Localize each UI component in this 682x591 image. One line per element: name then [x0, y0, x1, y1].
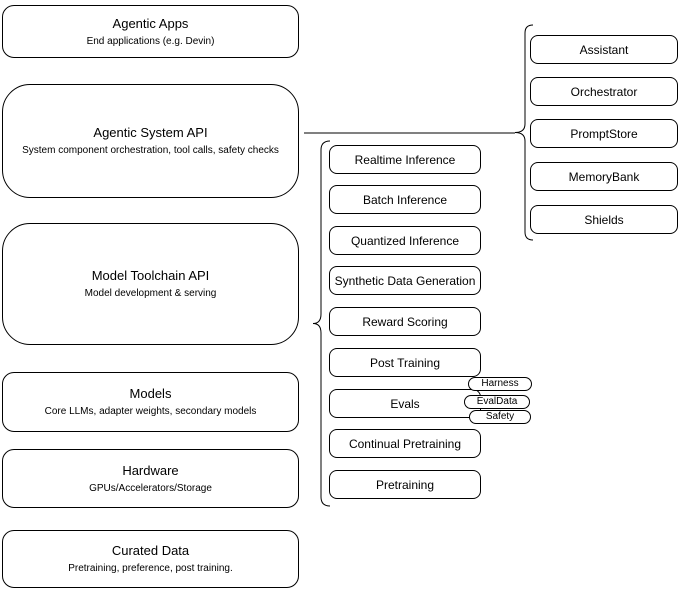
node-subtitle: Pretraining, preference, post training. — [68, 563, 233, 574]
badge-harness: Harness — [468, 377, 532, 391]
node-subtitle: Core LLMs, adapter weights, secondary mo… — [44, 406, 257, 417]
node-continual-pretraining: Continual Pretraining — [329, 429, 481, 458]
badge-label: Safety — [485, 411, 515, 422]
node-model-toolchain-api: Model Toolchain API Model development & … — [2, 223, 299, 345]
node-label: Assistant — [579, 42, 629, 57]
node-post-training: Post Training — [329, 348, 481, 377]
node-hardware: Hardware GPUs/Accelerators/Storage — [2, 449, 299, 508]
node-synthetic-data-generation: Synthetic Data Generation — [329, 266, 481, 295]
node-subtitle: End applications (e.g. Devin) — [86, 35, 215, 47]
node-evals: Evals — [329, 389, 481, 418]
node-title: Agentic Apps — [112, 15, 189, 31]
node-label: MemoryBank — [568, 169, 640, 184]
node-pretraining: Pretraining — [329, 470, 481, 499]
node-label: Synthetic Data Generation — [334, 273, 476, 288]
node-label: Batch Inference — [362, 192, 448, 207]
node-title: Models — [129, 386, 172, 401]
node-subtitle: GPUs/Accelerators/Storage — [89, 482, 212, 494]
node-label: Pretraining — [375, 477, 435, 492]
node-label: Continual Pretraining — [348, 436, 462, 451]
node-label: Quantized Inference — [350, 233, 460, 248]
node-agentic-system-api: Agentic System API System component orch… — [2, 84, 299, 198]
node-title: Hardware — [122, 462, 179, 478]
node-orchestrator: Orchestrator — [530, 77, 678, 106]
node-reward-scoring: Reward Scoring — [329, 307, 481, 336]
node-assistant: Assistant — [530, 35, 678, 64]
node-agentic-apps: Agentic Apps End applications (e.g. Devi… — [2, 5, 299, 58]
node-title: Curated Data — [111, 543, 190, 558]
node-quantized-inference: Quantized Inference — [329, 226, 481, 255]
node-label: PromptStore — [570, 126, 638, 141]
node-label: Orchestrator — [570, 84, 638, 99]
system-components-brace — [514, 24, 534, 241]
node-label: Post Training — [369, 355, 441, 370]
node-memorybank: MemoryBank — [530, 162, 678, 191]
node-subtitle: System component orchestration, tool cal… — [22, 145, 279, 156]
toolchain-components-brace — [312, 140, 331, 507]
node-models: Models Core LLMs, adapter weights, secon… — [2, 372, 299, 432]
node-label: Shields — [584, 212, 624, 227]
node-batch-inference: Batch Inference — [329, 185, 481, 214]
node-label: Reward Scoring — [362, 314, 448, 329]
badge-safety: Safety — [469, 410, 531, 424]
badge-label: Harness — [481, 378, 519, 389]
node-label: Evals — [390, 396, 420, 411]
node-label: Realtime Inference — [354, 152, 456, 167]
node-promptstore: PromptStore — [530, 119, 678, 148]
node-curated-data: Curated Data Pretraining, preference, po… — [2, 530, 299, 588]
badge-label: EvalData — [476, 396, 518, 407]
node-subtitle: Model development & serving — [84, 288, 217, 299]
node-shields: Shields — [530, 205, 678, 234]
badge-evaldata: EvalData — [464, 395, 530, 409]
node-title: Agentic System API — [93, 125, 208, 140]
node-title: Model Toolchain API — [91, 268, 210, 283]
node-realtime-inference: Realtime Inference — [329, 145, 481, 174]
